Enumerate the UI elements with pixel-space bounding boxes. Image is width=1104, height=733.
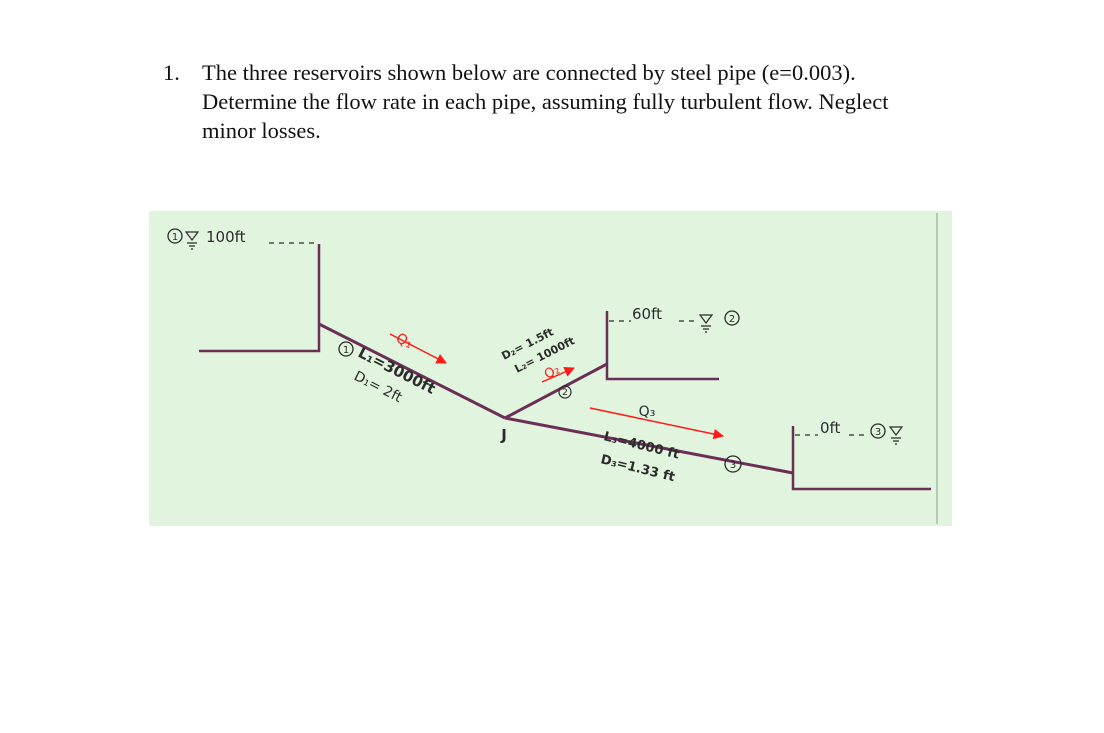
reservoir-1-wall [199,244,321,353]
reservoir-2-elevation: 60ft [632,305,662,323]
pipe-2-marker [558,385,572,399]
reservoir-diagram: 1 100ft 60ft 2 0ft 3 Q₁ 1 L₁=3000ft D₁= … [167,213,938,524]
water-level-3-icon [888,426,904,445]
reservoir-3-wall [791,426,931,491]
reservoir-1-marker-number: 1 [172,232,178,243]
pipe-1 [318,322,506,420]
pipe-3 [504,416,794,475]
reservoir-figure: 1 100ft 60ft 2 0ft 3 Q₁ 1 L₁=3000ft D₁= … [149,211,952,526]
pipe-2 [504,362,608,420]
pipe-1-flow-label: Q₁ [393,330,415,352]
pipe-3-marker [724,455,742,473]
pipe-2-flow-label: Q₂ [542,362,563,382]
pipe-3-flow-label: Q₃ [639,404,656,420]
pipe-1-marker-number: 1 [343,345,349,356]
pipe-2-marker-number: 2 [562,388,568,398]
problem-line-2: Determine the flow rate in each pipe, as… [202,89,889,114]
flow-arrow-1 [389,333,447,364]
water-level-1-icon [184,231,200,250]
flow-arrow-2 [541,366,575,383]
reservoir-3-elevation: 0ft [820,419,841,437]
problem-text: The three reservoirs shown below are con… [202,58,1043,145]
pipe-3-marker-number: 3 [730,460,736,471]
junction-label: J [500,426,507,444]
reservoir-2-wall [605,311,719,381]
reservoir-1-marker [167,228,183,244]
problem-statement: 1. The three reservoirs shown below are … [163,58,1043,145]
reservoir-2-marker-number: 2 [729,314,735,325]
reservoir-3-marker [870,423,886,439]
reservoir-1-elevation: 100ft [206,228,246,246]
reservoir-3-marker-number: 3 [875,427,881,438]
pipe-1-marker [338,341,354,357]
problem-line-1: The three reservoirs shown below are con… [202,60,856,85]
flow-arrow-3 [589,407,725,440]
problem-number: 1. [163,60,180,85]
problem-line-3: minor losses. [202,118,321,143]
water-level-2-icon [698,314,714,333]
reservoir-2-marker [724,310,740,326]
